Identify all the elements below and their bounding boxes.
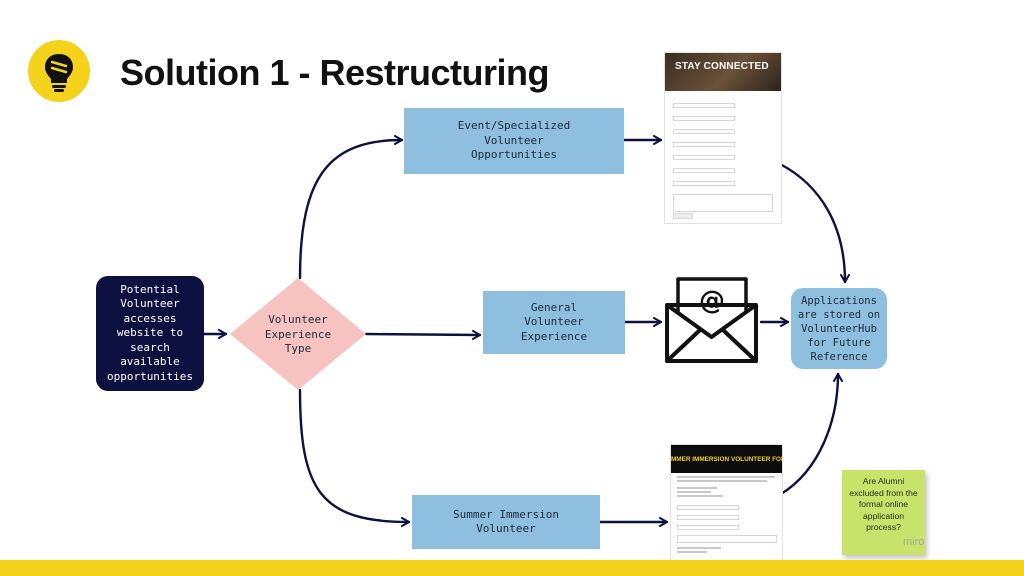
summer-immersion-form-image: SUMMER IMMERSION VOLUNTEER FORM bbox=[670, 444, 783, 562]
text-line bbox=[677, 476, 775, 478]
arrow-decision-to-event bbox=[298, 135, 404, 280]
form-field bbox=[673, 129, 735, 134]
form-textarea bbox=[673, 194, 773, 212]
lightbulb-logo-icon bbox=[28, 40, 90, 102]
stay-connected-header: STAY CONNECTED bbox=[665, 53, 781, 91]
summer-immersion-node: Summer Immersion Volunteer bbox=[412, 495, 600, 549]
text-line bbox=[677, 480, 767, 482]
form-submit bbox=[673, 213, 693, 219]
sticky-line: formal online bbox=[858, 499, 909, 509]
bottom-accent-bar bbox=[0, 560, 1024, 576]
arrow-decision-to-general bbox=[364, 329, 482, 340]
text-line bbox=[677, 551, 707, 553]
email-envelope-icon: @ bbox=[664, 275, 759, 365]
form-field bbox=[677, 505, 739, 510]
form-field bbox=[673, 155, 735, 160]
form-field bbox=[677, 525, 739, 530]
sticky-line: excluded from the bbox=[849, 487, 918, 498]
miro-watermark: miro bbox=[903, 536, 925, 548]
form-field bbox=[677, 535, 777, 543]
text-line bbox=[677, 491, 711, 493]
form-field bbox=[677, 515, 739, 520]
decision-diamond bbox=[230, 278, 366, 390]
sticky-line: Are Alumni bbox=[862, 476, 905, 486]
sticky-line: application bbox=[862, 510, 905, 521]
summer-form-header: SUMMER IMMERSION VOLUNTEER FORM bbox=[671, 445, 782, 473]
text-line bbox=[677, 487, 717, 489]
stay-connected-form-image: STAY CONNECTED bbox=[664, 52, 782, 224]
sticky-note: Are Alumni excluded from the formal onli… bbox=[842, 470, 925, 555]
form-select bbox=[673, 181, 735, 186]
page-title: Solution 1 - Restructuring bbox=[120, 52, 550, 93]
text-line bbox=[677, 495, 723, 497]
sticky-line: process? bbox=[866, 522, 901, 532]
arrow-stayform-to-applications bbox=[778, 162, 850, 284]
svg-text:@: @ bbox=[699, 286, 725, 316]
text-line bbox=[677, 547, 721, 549]
form-field bbox=[673, 103, 735, 108]
form-field bbox=[673, 168, 735, 173]
form-field bbox=[673, 142, 735, 147]
form-field bbox=[673, 116, 735, 121]
arrow-summerform-to-applications bbox=[779, 372, 843, 496]
arrow-decision-to-summer bbox=[298, 388, 411, 527]
